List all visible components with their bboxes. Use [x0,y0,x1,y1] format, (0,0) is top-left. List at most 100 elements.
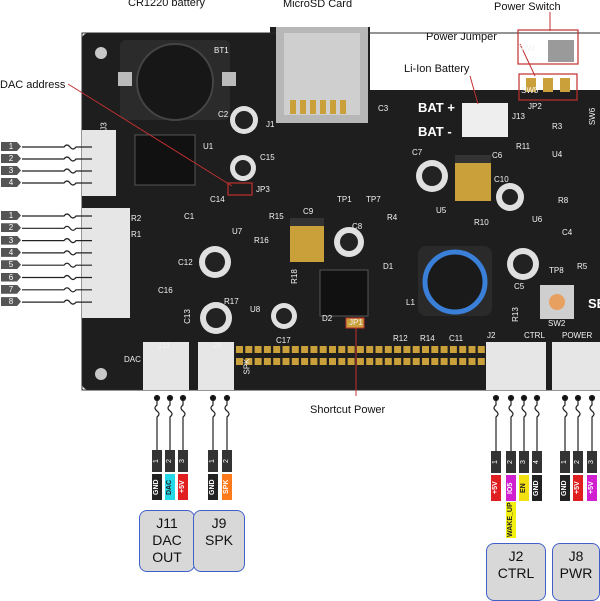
silk-spk: SPK [242,358,252,375]
j8-pin-number-2: 2 [573,451,583,473]
silk-u4: U4 [552,150,563,159]
j11-wire-end [179,394,187,402]
silk-sw5: SW5 [521,86,539,95]
liion-connector [462,103,508,137]
j9-wire [210,395,216,450]
header-pin [347,346,355,353]
j2-pin-number-2: 2 [506,451,516,473]
silk-bat-minus: BAT - [418,124,452,139]
silk-r10: R10 [474,218,489,227]
silk-l1: L1 [406,298,415,307]
j11-wire [154,395,160,450]
silk-r14: R14 [420,334,435,343]
j8-signal-plus5v: +5V [573,475,583,501]
callout-power-switch: Power Switch [494,1,561,13]
tag-j11-line1: J11 [156,515,178,531]
header-pin [356,346,364,353]
silk-d1: D1 [383,262,394,271]
silk-c10: C10 [494,175,509,184]
silk-j13: J13 [512,112,525,121]
header-pin [319,346,327,353]
j8-signal-plus5v: +5V [587,475,597,501]
silk-c17: C17 [276,336,291,345]
silk-r18: R18 [289,269,299,284]
callout-liion: Li-Ion Battery [404,63,470,75]
j9-pin-number-1: 1 [208,450,218,472]
header-pin [282,358,290,365]
silk-c14: C14 [210,195,225,204]
silk-sw4: SW4 [518,44,536,53]
j2-wire [534,395,540,451]
silk-c11: C11 [449,334,464,343]
j8-wire-end [574,394,582,402]
header-pin [394,346,402,353]
power-switch [548,40,574,62]
j11-pin-number-1: 1 [152,450,162,472]
silk-u6: U6 [532,215,543,224]
j8-wire [562,395,568,451]
j8-pin-number-3: 3 [587,451,597,473]
silk-c7: C7 [412,148,423,157]
silk-power: POWER [562,331,593,340]
left-wire [22,144,92,150]
silk-d2: D2 [322,314,333,323]
header-pin [236,358,243,365]
silk-j1: J1 [266,120,275,129]
header-pin [468,358,476,365]
j9-signal-gnd: GND [208,474,218,500]
header-pin [273,358,281,365]
header-pin [301,346,309,353]
j11-wire-end [153,394,161,402]
header-pin [366,358,374,365]
mounting-hole [95,368,107,380]
j9-wire [224,395,230,450]
j8-wire [589,395,595,451]
silk-c2: C2 [218,110,229,119]
header-pin [459,358,467,365]
header-pin [301,358,309,365]
silk-r2: R2 [131,214,142,223]
silk-r5: R5 [577,262,588,271]
tag-j9-line1: J9 [211,515,227,531]
left-pin-left-pins1-2: 3 [1,166,21,175]
callout-shortcut-power: Shortcut Power [310,404,386,416]
j8-wire-end [561,394,569,402]
j-8pin-connector [82,208,130,318]
left-pin-left-pins1-3: 4 [1,178,21,187]
tag-j9-line2: SPK [204,532,233,548]
header-pin [356,358,364,365]
silk-edge-po: PO [581,52,600,67]
j9-wire-end [223,394,231,402]
header-pin [319,358,327,365]
left-wire [22,250,92,256]
header-pin [375,358,383,365]
silk-tp1: TP1 [337,195,352,204]
callout-battery: CR1220 battery [128,0,206,9]
silk-j9: J9 [213,341,222,350]
silk-r4: R4 [387,213,398,222]
tag-j11: J11 DAC OUT [139,510,195,572]
left-pin-left-pins2-7: 8 [1,297,21,307]
header-pin [282,346,290,353]
left-wire [22,225,92,231]
silk-sw6: SW6 [588,107,598,126]
j2-signal-gnd: GND [532,475,542,501]
silk-c5: C5 [514,282,525,291]
tag-j11-line3: OUT [152,549,182,565]
silk-c12: C12 [178,258,193,267]
power-switch-highlight [517,29,579,65]
j11-wire-end [166,394,174,402]
header-pin [329,358,336,365]
inductor-l1 [422,249,488,315]
left-pin-left-pins2-4: 5 [1,260,21,270]
j11-signal-gnd: GND [152,474,162,500]
j2-signal-plus5v: +5V [491,475,501,501]
silk-tp8: TP8 [549,266,564,275]
j11-pin-number-2: 2 [165,450,175,472]
header-pin [422,346,429,353]
tag-j8-line2: PWR [559,565,593,581]
j3-connector [82,130,116,196]
tag-j8: J8 PWR [552,543,600,601]
